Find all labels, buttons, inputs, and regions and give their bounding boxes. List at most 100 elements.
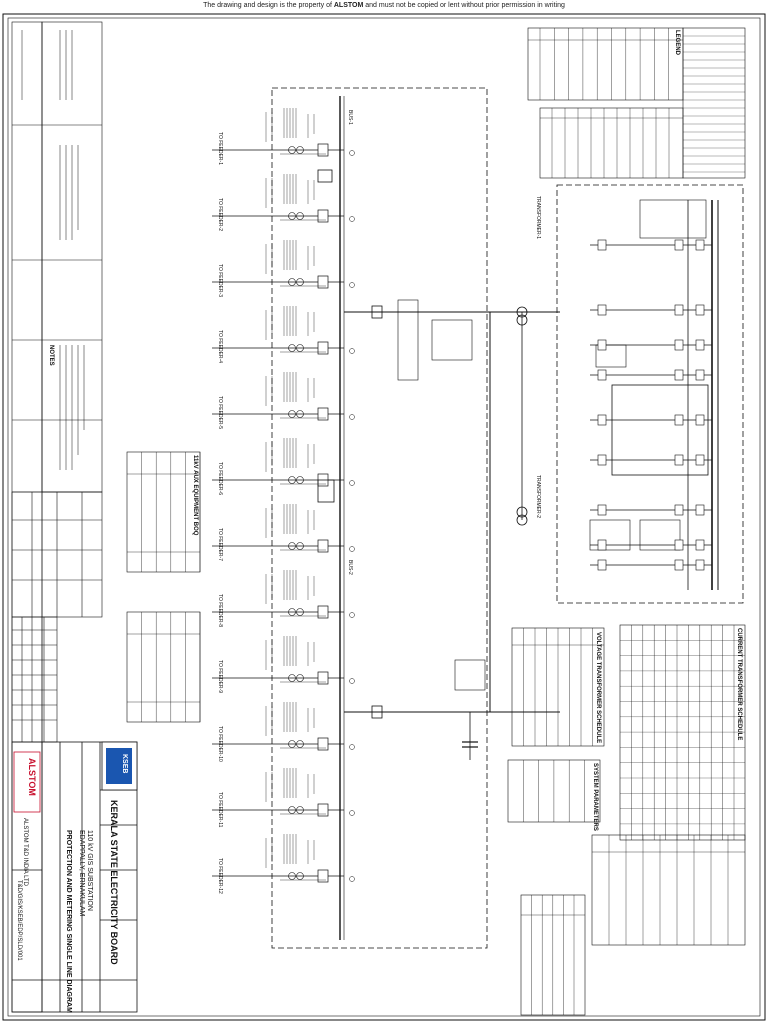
- circuit-breaker: [674, 454, 684, 466]
- feeder-bay: [212, 174, 355, 223]
- current-transformer: [296, 608, 304, 616]
- notes-block: [21, 30, 85, 470]
- legend-tables: [527, 27, 746, 179]
- feeder-bay: [212, 240, 355, 289]
- circuit-breaker: [597, 339, 607, 351]
- bus-label: BUS-1: [347, 110, 353, 125]
- drawing-title: PROTECTION AND METERING SINGLE LINE DIAG…: [65, 830, 72, 1013]
- current-transformer: [288, 410, 296, 418]
- feeder-label: TO FEEDER-8: [217, 594, 223, 627]
- current-transformer: [296, 146, 304, 154]
- alstom-logo-text: ALSTOM: [27, 758, 37, 796]
- feeder-label: TO FEEDER-4: [217, 330, 223, 363]
- feeder-label: TO FEEDER-1: [217, 132, 223, 165]
- drawing-number: T&D/GIS/KSEB/EDP/SLD/001: [16, 880, 22, 961]
- feeder-bay: [212, 372, 355, 421]
- current-transformer: [288, 146, 296, 154]
- circuit-breaker: [317, 275, 329, 289]
- feeder-label: TO FEEDER-12: [217, 858, 223, 894]
- current-transformer: [296, 806, 304, 814]
- circuit-breaker: [597, 559, 607, 571]
- equipment-tables: [126, 451, 201, 723]
- current-transformer: [288, 806, 296, 814]
- transformer-section: [556, 184, 744, 604]
- feeder-bay: [212, 768, 355, 817]
- circuit-breaker: [674, 369, 684, 381]
- current-transformer: [288, 278, 296, 286]
- circuit-breaker: [317, 407, 329, 421]
- circuit-breaker: [317, 803, 329, 817]
- current-transformer: [296, 344, 304, 352]
- circuit-breaker: [597, 369, 607, 381]
- circuit-breaker: [674, 559, 684, 571]
- feeder-bay: [212, 108, 355, 157]
- revision-block: [11, 21, 103, 1013]
- vt-schedule-title: VOLTAGE TRANSFORMER SCHEDULE: [595, 632, 601, 744]
- circuit-breaker: [674, 304, 684, 316]
- circuit-breaker: [674, 339, 684, 351]
- feeder-bays: [212, 108, 355, 883]
- transformer-label: TRANSFORMER-2: [535, 475, 541, 519]
- circuit-breaker: [317, 341, 329, 355]
- current-transformer: [296, 212, 304, 220]
- disconnector: [695, 539, 705, 551]
- circuit-breaker: [317, 605, 329, 619]
- current-transformer: [288, 674, 296, 682]
- client-name: KERALA STATE ELECTRICITY BOARD: [109, 800, 119, 965]
- feeder-bay: [212, 438, 355, 487]
- feeder-label: TO FEEDER-3: [217, 264, 223, 297]
- current-transformer: [288, 740, 296, 748]
- transformer-rows: [590, 239, 712, 571]
- circuit-breaker: [597, 539, 607, 551]
- equipment-list-title: 11kV AUX EQUIPMENT BOQ: [192, 455, 198, 536]
- circuit-breaker: [674, 239, 684, 251]
- circuit-breaker: [317, 737, 329, 751]
- feeder-bay: [212, 702, 355, 751]
- disconnector: [695, 454, 705, 466]
- disconnector: [695, 559, 705, 571]
- current-transformer: [288, 212, 296, 220]
- current-transformer: [288, 608, 296, 616]
- current-transformer: [288, 476, 296, 484]
- circuit-breaker: [597, 414, 607, 426]
- system-parameters-title: SYSTEM PARAMETERS: [592, 763, 598, 831]
- feeder-bay: [212, 306, 355, 355]
- circuit-breaker: [317, 671, 329, 685]
- disconnector: [695, 504, 705, 516]
- legend-title: LEGEND: [674, 30, 680, 56]
- client-logo-text: KSEB: [121, 754, 128, 774]
- feeder-bay: [212, 834, 355, 883]
- ct-schedule-title: CURRENT TRANSFORMER SCHEDULE: [736, 628, 742, 741]
- circuit-breaker: [317, 869, 329, 883]
- copyright-banner: The drawing and design is the property o…: [0, 0, 768, 12]
- current-transformer: [296, 740, 304, 748]
- kseb-logo: [106, 748, 132, 784]
- disconnector: [695, 304, 705, 316]
- feeder-label: TO FEEDER-9: [217, 660, 223, 693]
- notes-title: NOTES: [48, 345, 54, 366]
- project-line-1: 110 kV GIS SUBSTATION: [86, 830, 93, 911]
- banner-prefix: The drawing and design is the property o…: [203, 2, 332, 9]
- current-transformer: [288, 872, 296, 880]
- current-transformer: [288, 344, 296, 352]
- banner-brand: ALSTOM: [333, 2, 364, 9]
- feeder-bay: [212, 504, 355, 553]
- disconnector: [695, 339, 705, 351]
- bus-label: BUS-2: [347, 560, 353, 575]
- circuit-breaker: [597, 504, 607, 516]
- circuit-breaker: [597, 304, 607, 316]
- current-transformer: [296, 542, 304, 550]
- circuit-breaker: [317, 539, 329, 553]
- ct-schedule-table: [507, 624, 746, 1016]
- current-transformer: [296, 476, 304, 484]
- feeder-label: TO FEEDER-7: [217, 528, 223, 561]
- company-name: ALSTOM T&D INDIA LTD: [22, 818, 28, 887]
- feeder-bay: [212, 636, 355, 685]
- circuit-breaker: [317, 209, 329, 223]
- circuit-breaker: [597, 239, 607, 251]
- transformer-label: TRANSFORMER-1: [535, 196, 541, 240]
- current-transformer: [296, 872, 304, 880]
- circuit-breaker: [597, 454, 607, 466]
- feeder-label: TO FEEDER-2: [217, 198, 223, 231]
